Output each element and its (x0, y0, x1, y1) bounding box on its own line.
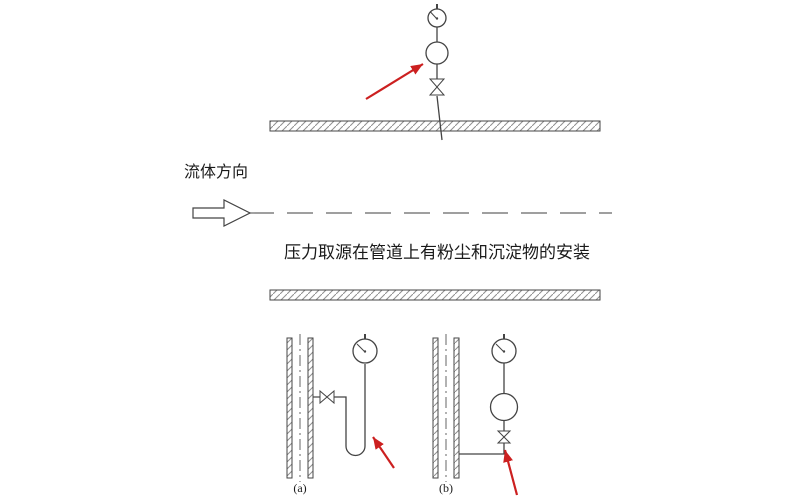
siphon-ring-icon (425, 41, 449, 65)
pressure-tap-assembly (425, 4, 449, 141)
pipe-a-wall-left (286, 337, 293, 479)
subfigure-a: (a) (286, 334, 395, 495)
pressure-gauge-b-icon (491, 334, 517, 364)
u-siphon-icon (334, 364, 366, 457)
pressure-gauge-icon (427, 4, 447, 28)
caption-label: 压力取源在管道上有粉尘和沉淀物的安装 (284, 243, 590, 262)
red-pointer-arrow-main (365, 63, 424, 100)
subfigure-a-label: (a) (293, 481, 306, 495)
flow-direction-arrow (192, 199, 252, 227)
main-pipe (248, 120, 612, 301)
pipe-wall-bottom (269, 289, 601, 301)
condenser-ring-icon (489, 392, 519, 422)
valve-a-icon (319, 389, 335, 405)
pipe-b-wall-left (432, 337, 439, 479)
shutoff-valve-icon (428, 78, 446, 96)
pipe-a-wall-right (307, 337, 314, 479)
tap-line (436, 95, 443, 141)
red-pointer-arrow-b (503, 449, 519, 496)
pipe-b-wall-right (453, 337, 460, 479)
pipe-wall-top (269, 120, 601, 132)
pressure-gauge-a-icon (352, 334, 378, 364)
red-pointer-arrow-a (372, 436, 395, 469)
fluid-direction-label: 流体方向 (184, 163, 248, 181)
subfigure-b: (b) (432, 334, 519, 496)
valve-b-icon (496, 430, 512, 444)
tap-line-b (459, 443, 505, 455)
subfigure-b-label: (b) (439, 481, 453, 495)
